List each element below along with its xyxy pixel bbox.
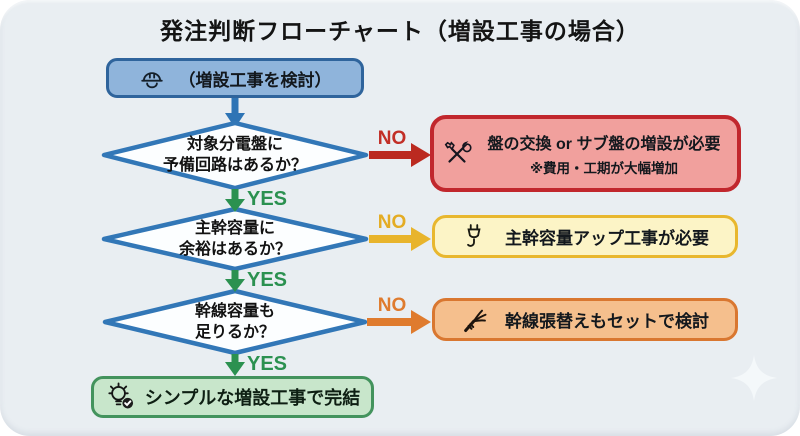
yes-arrow-3 <box>225 354 245 376</box>
start-node: （増設工事を検討） <box>106 58 364 98</box>
cable-icon <box>461 306 489 334</box>
yes-label-3: YES <box>247 353 288 375</box>
decision-diamond-1 <box>101 120 369 191</box>
decision-3-question: 幹線容量も 足りるか？ <box>194 303 275 341</box>
decision-diamond-3 <box>102 288 368 356</box>
decision-diamond-2 <box>101 206 369 272</box>
no-label-3: NO <box>377 295 407 316</box>
outcome-trunk-rewire: 幹線張替えもセットで検討 <box>432 298 738 341</box>
decision-2-question: 主幹容量に 余裕はあるか？ <box>178 220 291 258</box>
yes-arrow-1 <box>225 189 245 212</box>
power-plug-icon <box>461 222 487 252</box>
yes-label-2: YES <box>247 269 288 291</box>
outcome-simple-done-label: シンプルな増設工事で完結 <box>144 388 361 408</box>
outcome-simple-done: シンプルな増設工事で完結 <box>91 376 374 418</box>
hard-hat-icon <box>139 65 165 91</box>
connector-start-arrow <box>225 97 245 128</box>
decision-1-question: 対象分電盤に 予備回路はあるか？ <box>162 136 307 174</box>
outcome-panel-replace-line2: ※費用・工期が大幅増加 <box>529 161 679 176</box>
outcome-capacity-up-label: 主幹容量アップ工事が必要 <box>505 229 709 248</box>
sparkle-decoration <box>731 355 777 401</box>
bulb-check-icon <box>105 381 137 413</box>
no-label-1: NO <box>377 128 407 149</box>
no-arrow-1 <box>369 143 431 167</box>
outcome-panel-replace: 盤の交換 or サブ盤の増設が必要 ※費用・工期が大幅増加 <box>430 115 741 192</box>
yes-label-1: YES <box>247 188 288 210</box>
no-arrow-3 <box>367 310 431 334</box>
no-arrow-2 <box>369 227 431 251</box>
outcome-trunk-rewire-label: 幹線張替えもセットで検討 <box>505 312 709 331</box>
crossed-tools-icon <box>442 139 472 169</box>
no-label-2: NO <box>377 212 407 233</box>
start-label: （増設工事を検討） <box>178 70 332 90</box>
page-title: 発注判断フローチャート（増設工事の場合） <box>160 18 640 44</box>
outcome-panel-replace-line1: 盤の交換 or サブ盤の増設が必要 <box>487 136 721 153</box>
outcome-panel-replace-text: 盤の交換 or サブ盤の増設が必要 ※費用・工期が大幅増加 <box>479 130 729 177</box>
yes-arrow-2 <box>225 270 245 292</box>
outcome-capacity-up: 主幹容量アップ工事が必要 <box>432 215 738 258</box>
